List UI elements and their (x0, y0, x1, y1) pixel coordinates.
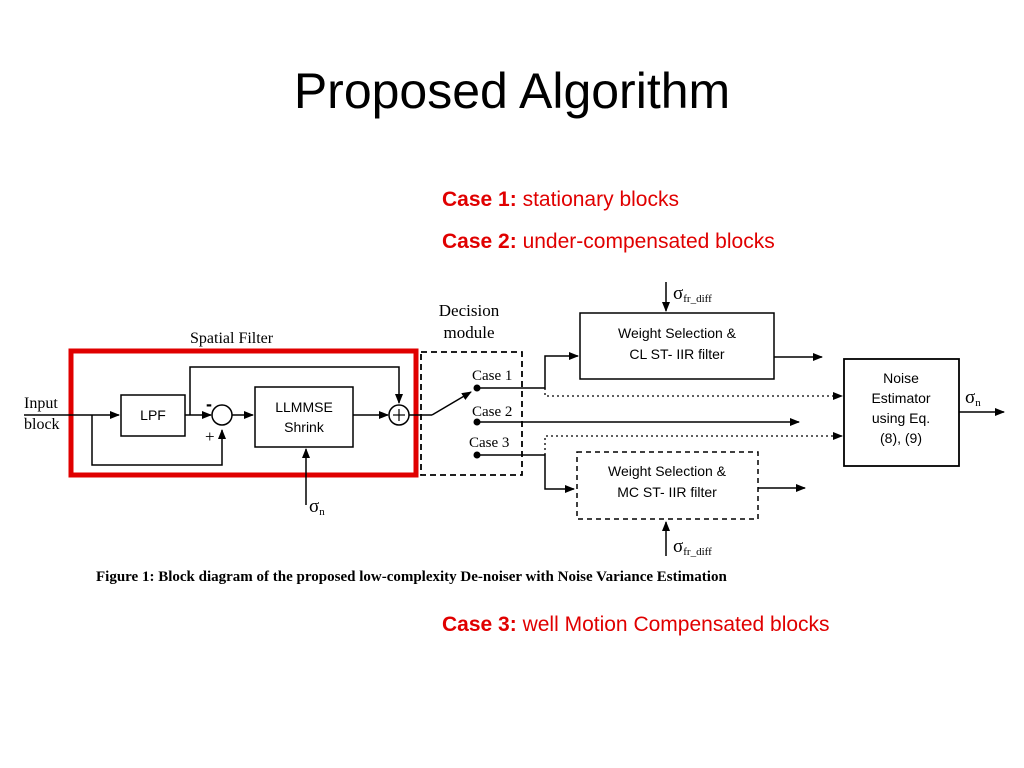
noise-label-line1: Noise (883, 370, 919, 386)
decision-label-line2: module (444, 323, 495, 342)
case-2-text: Case 2: under-compensated blocks (442, 230, 775, 254)
weight-selection-mc-block (576, 451, 759, 520)
mc-block-label-line1: Weight Selection & (608, 463, 727, 479)
noise-estimator-block (843, 358, 960, 467)
case-1-text: Case 1: stationary blocks (442, 188, 679, 212)
case-1-description: stationary blocks (522, 188, 679, 211)
sigma-n-label-output: σn (965, 387, 981, 409)
sigma-fr-diff-label-top: σfr_diff (673, 283, 712, 305)
case-2-label: Case 2: (442, 230, 517, 253)
dotted-feed-upper (544, 388, 843, 400)
noise-label-line3: using Eq. (872, 410, 930, 426)
dotted-feed-lower (544, 432, 843, 455)
minus-sign: - (206, 394, 212, 414)
cl-block-label-line1: Weight Selection & (618, 325, 737, 341)
llmmse-shrink-block (254, 386, 354, 448)
lpf-label: LPF (140, 407, 166, 423)
page-title: Proposed Algorithm (293, 63, 731, 119)
weight-selection-cl-block (579, 312, 775, 380)
case-1-label: Case 1: (442, 188, 517, 211)
bypass-path-lower (91, 415, 226, 466)
case-3-description: well Motion Compensated blocks (522, 613, 830, 636)
spatial-filter-highlight (68, 348, 419, 478)
sigma-fr-diff-label-bottom: σfr_diff (673, 536, 712, 558)
case-3-text: Case 3: well Motion Compensated blocks (442, 613, 830, 637)
decision-label-line1: Decision (439, 301, 500, 320)
bypass-path-upper (189, 366, 403, 415)
decision-module-block (420, 351, 523, 476)
noise-label-line4: (8), (9) (880, 430, 922, 446)
llmmse-label-line2: Shrink (284, 419, 325, 435)
case-1-path (477, 352, 579, 389)
lpf-block (120, 394, 186, 437)
case-3-path (477, 454, 575, 493)
case-3-label: Case 3: (442, 613, 517, 636)
llmmse-label-line1: LLMMSE (275, 399, 333, 415)
switch-arm (431, 391, 472, 416)
subtractor-node (211, 404, 233, 426)
mc-block-label-line2: MC ST- IIR filter (617, 484, 717, 500)
plus-sign: + (205, 427, 215, 446)
noise-label-line2: Estimator (871, 390, 930, 406)
sigma-n-label-lower: σn (309, 496, 325, 518)
case-1-contact-label: Case 1 (472, 368, 512, 384)
spatial-filter-label: Spatial Filter (190, 330, 274, 347)
case-3-contact-label: Case 3 (469, 435, 509, 451)
case-2-description: under-compensated blocks (522, 230, 775, 253)
figure-caption: Figure 1: Block diagram of the proposed … (96, 569, 727, 585)
input-label-line1: Input (24, 395, 58, 412)
case-2-contact-label: Case 2 (472, 404, 512, 420)
cl-block-label-line2: CL ST- IIR filter (629, 346, 725, 362)
input-label-line2: block (24, 416, 60, 433)
